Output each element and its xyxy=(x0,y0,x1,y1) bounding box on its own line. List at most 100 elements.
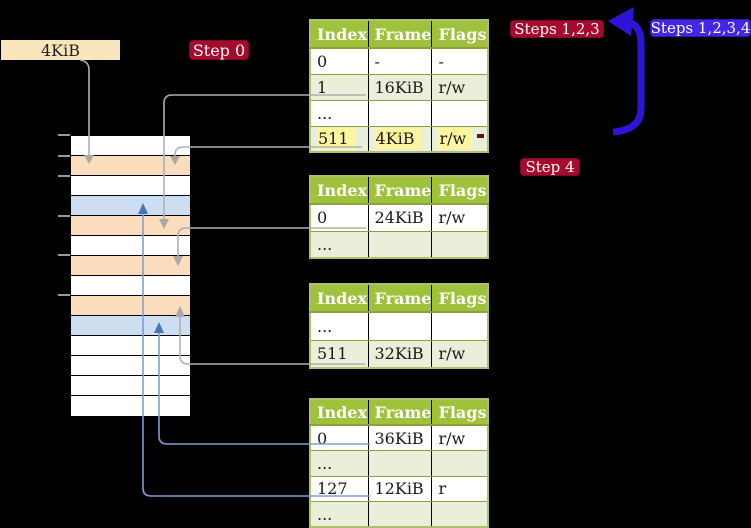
memory-strip-tick xyxy=(58,175,70,177)
table-cell xyxy=(368,100,433,127)
memory-strip-tick xyxy=(58,155,70,157)
table-cell xyxy=(431,231,488,258)
table-cell: 16KiB xyxy=(368,74,433,101)
column-header-flags: Flags xyxy=(431,20,488,49)
page-size-box: 4KiB xyxy=(1,40,120,60)
table-cell: ... xyxy=(310,312,369,341)
table-cell xyxy=(368,231,433,258)
column-header-index: Index xyxy=(310,284,369,313)
table-cell xyxy=(431,450,488,477)
memory-strip-tick xyxy=(58,134,70,136)
memory-strip-row-plain xyxy=(71,356,190,376)
table-cell xyxy=(431,312,488,341)
column-header-frame: Frame xyxy=(368,176,433,205)
table-cell: 0 xyxy=(310,425,369,451)
memory-strip-row-plain xyxy=(71,336,190,356)
table-cell: 0 xyxy=(310,204,369,232)
column-header-index: Index xyxy=(310,176,369,205)
column-header-index: Index xyxy=(310,399,369,426)
table-cell: ... xyxy=(310,501,369,527)
table-row: 0-- xyxy=(310,48,488,75)
table-cell: ... xyxy=(310,450,369,477)
table-cell: 127 xyxy=(310,476,369,502)
column-header-frame: Frame xyxy=(368,399,433,426)
table-cell: 36KiB xyxy=(368,425,433,451)
memory-strip-row-plain xyxy=(71,376,190,396)
table-row: 511 4KiB r/w xyxy=(310,126,488,152)
highlighted-value: r/w xyxy=(438,128,473,150)
table-cell xyxy=(431,501,488,527)
memory-strip-row-peach xyxy=(71,216,190,236)
memory-strip-row-blue xyxy=(71,196,190,216)
step4-label: Step 4 xyxy=(525,158,575,176)
steps1234-badge: Steps 1,2,3,4 xyxy=(650,19,751,37)
table-cell: 511 xyxy=(310,126,369,152)
column-header-index: Index xyxy=(310,20,369,49)
step4-badge: Step 4 xyxy=(520,158,580,176)
memory-strip-row-peach xyxy=(71,156,190,176)
table-cell: r/w xyxy=(431,425,488,451)
table-cell: ... xyxy=(310,100,369,127)
memory-strip-row-plain xyxy=(71,136,190,156)
memory-strip-row-plain xyxy=(71,396,190,416)
legend-arrow xyxy=(608,7,645,136)
column-header-flags: Flags xyxy=(431,284,488,313)
table-row: ... xyxy=(310,501,488,527)
memory-strip-row-plain xyxy=(71,236,190,256)
memory-strip-row-peach xyxy=(71,296,190,316)
table-cell: 24KiB xyxy=(368,204,433,232)
column-header-frame: Frame xyxy=(368,20,433,49)
column-header-flags: Flags xyxy=(431,399,488,426)
memory-strip-tick xyxy=(58,294,70,296)
table-cell xyxy=(368,450,433,477)
table-cell: ... xyxy=(310,231,369,258)
table-cell: 0 xyxy=(310,48,369,75)
memory-strip-tick xyxy=(58,215,70,217)
memory-strip-row-blue xyxy=(71,316,190,336)
table-cell: r/w xyxy=(431,204,488,232)
table-row: ... xyxy=(310,312,488,341)
table-row: ... xyxy=(310,231,488,258)
table-cell: - xyxy=(431,48,488,75)
table-cell: 1 xyxy=(310,74,369,101)
steps123-label: Steps 1,2,3 xyxy=(514,20,600,38)
memory-strip-tick xyxy=(58,254,70,256)
table-cell: 4KiB xyxy=(368,126,433,152)
page-size-label: 4KiB xyxy=(40,40,80,60)
table-row: ... xyxy=(310,100,488,127)
highlighted-value: 4KiB xyxy=(374,128,421,150)
step0-badge: Step 0 xyxy=(189,40,249,60)
memory-strip-row-plain xyxy=(71,276,190,296)
table-cell: 12KiB xyxy=(368,476,433,502)
steps123-badge: Steps 1,2,3 xyxy=(510,20,604,38)
table-cell: 511 xyxy=(310,340,369,368)
table-cell xyxy=(431,100,488,127)
highlighted-value: 511 xyxy=(317,128,355,150)
column-header-flags: Flags xyxy=(431,176,488,205)
memory-strip-row-plain xyxy=(71,176,190,196)
memory-strip xyxy=(70,135,191,417)
table-row: ... xyxy=(310,450,488,477)
steps1234-label: Steps 1,2,3,4 xyxy=(650,19,751,37)
table-cell: r/w xyxy=(431,74,488,101)
memory-strip-row-peach xyxy=(71,256,190,276)
table-cell xyxy=(368,312,433,341)
column-header-frame: Frame xyxy=(368,284,433,313)
table-cell: r/w xyxy=(431,126,488,152)
table-cell: r/w xyxy=(431,340,488,368)
table-cell: 32KiB xyxy=(368,340,433,368)
